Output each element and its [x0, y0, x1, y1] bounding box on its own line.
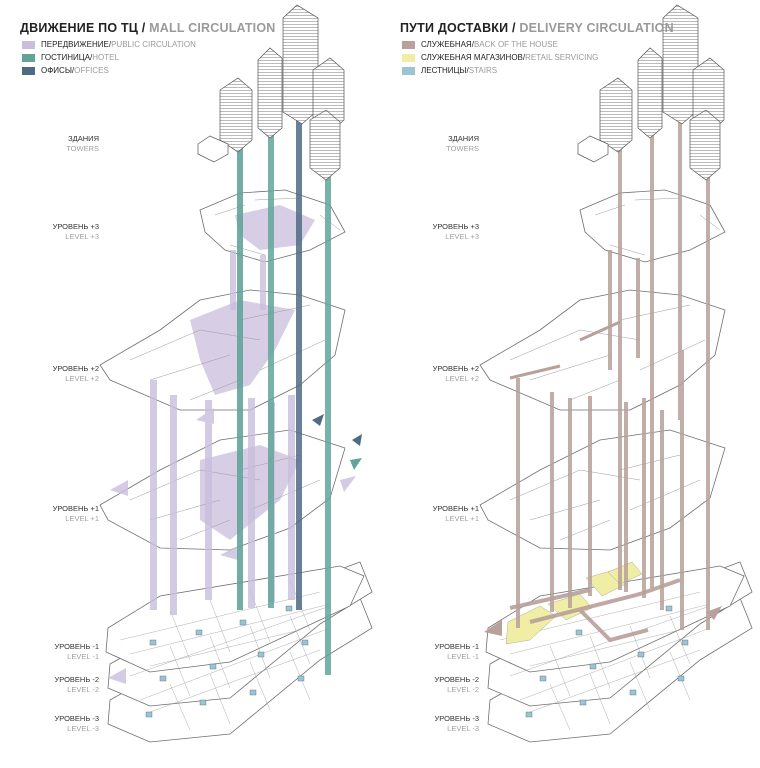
level-label-en: LEVEL +2 — [445, 374, 479, 383]
level-label-en: LEVEL -2 — [67, 685, 99, 694]
legend-label-en: BACK OF THE HOUSE — [473, 40, 558, 49]
delivery-circulation-panel: ПУТИ ДОСТАВКИ / DELIVERY CIRCULATION СЛУ… — [380, 0, 760, 768]
legend-label-ru: СЛУЖЕБНАЯ — [421, 40, 472, 49]
legend-label-en: RETAIL SERVICING — [525, 53, 599, 62]
legend-label-ru: ГОСТИНИЦА — [41, 53, 91, 62]
towers — [197, 4, 345, 181]
level-label-ru: УРОВЕНЬ -3 — [434, 714, 479, 723]
tower-cores — [237, 120, 362, 675]
legend-label-en: PUBLIC CIRCULATION — [111, 40, 196, 49]
slab-level-plus1 — [99, 429, 346, 551]
service-shafts — [516, 120, 710, 630]
level-label-en: TOWERS — [66, 144, 99, 153]
legend-swatch — [402, 40, 415, 49]
delivery-circulation-legend: СЛУЖЕБНАЯ / BACK OF THE HOUSE СЛУЖЕБНАЯ … — [402, 38, 598, 77]
title-ru: ДВИЖЕНИЕ ПО ТЦ — [20, 21, 139, 35]
level-label-en: LEVEL +1 — [445, 514, 479, 523]
level-label-ru: УРОВЕНЬ -1 — [54, 642, 99, 651]
legend-separator: / — [108, 40, 112, 49]
level-label-ru: УРОВЕНЬ -3 — [54, 714, 99, 723]
legend-label-en: HOTEL — [92, 53, 119, 62]
title-ru: ПУТИ ДОСТАВКИ — [400, 21, 509, 35]
level-label-en: LEVEL -2 — [447, 685, 479, 694]
legend-separator: / — [471, 40, 474, 49]
level-label-en: TOWERS — [446, 144, 479, 153]
level-label-en: LEVEL +3 — [65, 232, 99, 241]
legend-swatch — [22, 40, 35, 49]
legend-label-ru: СЛУЖЕБНАЯ МАГАЗИНОВ — [421, 53, 523, 62]
level-label-en: LEVEL +3 — [445, 232, 479, 241]
level-label-en: LEVEL -3 — [447, 724, 479, 733]
basement-slabs — [484, 561, 753, 743]
level-label-ru: УРОВЕНЬ +2 — [52, 364, 99, 373]
level-label-ru: УРОВЕНЬ +3 — [52, 222, 99, 231]
legend-item-public: ПЕРЕДВИЖЕНИЕ / PUBLIC CIRCULATION — [22, 38, 196, 51]
delivery-circulation-title: ПУТИ ДОСТАВКИ / DELIVERY CIRCULATION — [400, 21, 674, 35]
level-label-en: LEVEL -1 — [67, 652, 99, 661]
title-separator: / — [508, 21, 520, 35]
legend-label-en: OFFICES — [74, 66, 109, 75]
level-label-en: LEVEL -3 — [67, 724, 99, 733]
legend-separator: / — [522, 53, 526, 62]
legend-label-ru: ЛЕСТНИЦЫ — [421, 66, 467, 75]
legend-label-ru: ПЕРЕДВИЖЕНИЕ — [41, 40, 109, 49]
mall-circulation-title: ДВИЖЕНИЕ ПО ТЦ / MALL CIRCULATION — [20, 21, 276, 35]
level-label-en: LEVEL +1 — [65, 514, 99, 523]
level-label-ru: УРОВЕНЬ +2 — [432, 364, 479, 373]
legend-label-ru: ОФИСЫ — [41, 66, 72, 75]
level-label-ru: УРОВЕНЬ -2 — [434, 675, 479, 684]
towers — [577, 4, 725, 181]
level-label-ru: УРОВЕНЬ +1 — [432, 504, 479, 513]
legend-item-hotel: ГОСТИНИЦА / HOTEL — [22, 51, 196, 64]
legend-swatch — [22, 53, 35, 62]
mall-circulation-legend: ПЕРЕДВИЖЕНИЕ / PUBLIC CIRCULATION ГОСТИН… — [22, 38, 196, 77]
mall-circulation-panel: ДВИЖЕНИЕ ПО ТЦ / MALL CIRCULATION ПЕРЕДВ… — [20, 4, 373, 743]
legend-item-retail: СЛУЖЕБНАЯ МАГАЗИНОВ / RETAIL SERVICING — [402, 51, 598, 64]
level-label-ru: УРОВЕНЬ -1 — [434, 642, 479, 651]
level-label-en: LEVEL -1 — [447, 652, 479, 661]
legend-swatch — [402, 53, 415, 62]
legend-swatch — [402, 66, 415, 75]
legend-separator: / — [71, 66, 75, 75]
mall-circulation-diagram — [99, 4, 373, 743]
delivery-circulation-diagram — [479, 4, 753, 743]
slab-level-plus2 — [479, 289, 726, 411]
slab-level-plus2 — [99, 289, 346, 411]
title-separator: / — [138, 21, 150, 35]
legend-separator: / — [466, 66, 469, 75]
legend-item-offices: ОФИСЫ / OFFICES — [22, 64, 196, 77]
legend-separator: / — [90, 53, 93, 62]
legend-item-service: СЛУЖЕБНАЯ / BACK OF THE HOUSE — [402, 38, 598, 51]
title-en: DELIVERY CIRCULATION — [519, 21, 674, 35]
legend-item-stairs: ЛЕСТНИЦЫ / STAIRS — [402, 64, 598, 77]
level-label-ru: ЗДАНИЯ — [448, 134, 479, 143]
level-label-ru: ЗДАНИЯ — [68, 134, 99, 143]
legend-swatch — [22, 66, 35, 75]
level-label-ru: УРОВЕНЬ -2 — [54, 675, 99, 684]
level-label-en: LEVEL +2 — [65, 374, 99, 383]
legend-label-en: STAIRS — [468, 66, 498, 75]
title-en: MALL CIRCULATION — [149, 21, 276, 35]
level-label-ru: УРОВЕНЬ +3 — [432, 222, 479, 231]
level-label-ru: УРОВЕНЬ +1 — [52, 504, 99, 513]
